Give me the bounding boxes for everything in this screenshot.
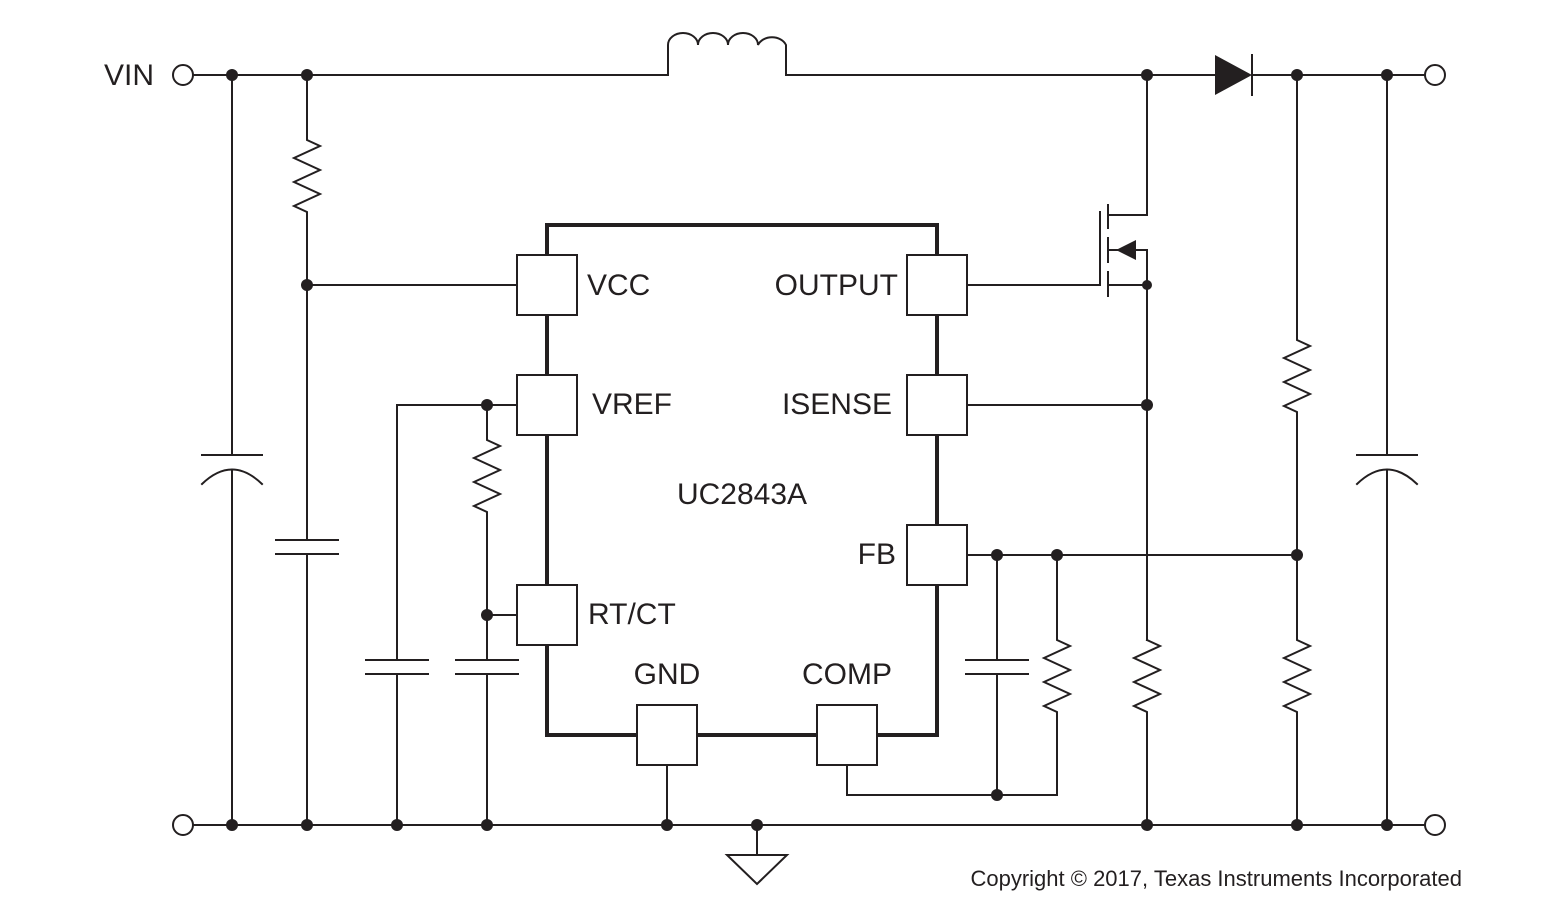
mosfet xyxy=(966,74,1148,297)
vout-terminal xyxy=(1424,64,1446,86)
startup-resistor xyxy=(291,74,323,286)
vin-label: VIN xyxy=(104,59,154,92)
output-label: OUTPUT xyxy=(775,269,898,302)
pin-fb xyxy=(906,524,968,586)
chip-label: UC2843A xyxy=(677,478,807,511)
copyright-text: Copyright © 2017, Texas Instruments Inco… xyxy=(970,866,1462,891)
comp-resistor xyxy=(1041,554,1073,796)
rt-resistor xyxy=(471,404,503,616)
rtct-label: RT/CT xyxy=(588,598,676,631)
input-capacitor xyxy=(200,74,264,826)
pin-output xyxy=(906,254,968,316)
vcc-capacitor xyxy=(275,284,339,826)
vcc-label: VCC xyxy=(587,269,650,302)
pin-rtct xyxy=(516,584,578,646)
pin-vcc xyxy=(516,254,578,316)
divider-bottom-resistor xyxy=(1281,554,1313,826)
vin-terminal xyxy=(172,64,194,86)
comp-capacitor xyxy=(965,554,1029,796)
ct-capacitor xyxy=(455,614,519,826)
diode xyxy=(1215,54,1253,96)
gnd-label: GND xyxy=(634,658,701,691)
inductor xyxy=(667,32,787,76)
divider-top-resistor xyxy=(1281,74,1313,556)
vref-capacitor xyxy=(365,404,519,826)
isense-label: ISENSE xyxy=(782,388,892,421)
comp-label: COMP xyxy=(802,658,892,691)
ic-body xyxy=(545,223,939,737)
pin-comp xyxy=(816,704,878,766)
fb-label: FB xyxy=(858,538,896,571)
pin-gnd xyxy=(636,704,698,766)
output-capacitor xyxy=(1355,74,1419,826)
gnd-in-terminal xyxy=(172,814,194,836)
gnd-out-terminal xyxy=(1424,814,1446,836)
ground-symbol xyxy=(724,824,790,886)
pin-isense xyxy=(906,374,968,436)
pin-vref xyxy=(516,374,578,436)
sense-resistor xyxy=(1131,638,1163,826)
vref-label: VREF xyxy=(592,388,672,421)
junction-dots xyxy=(226,69,1393,831)
